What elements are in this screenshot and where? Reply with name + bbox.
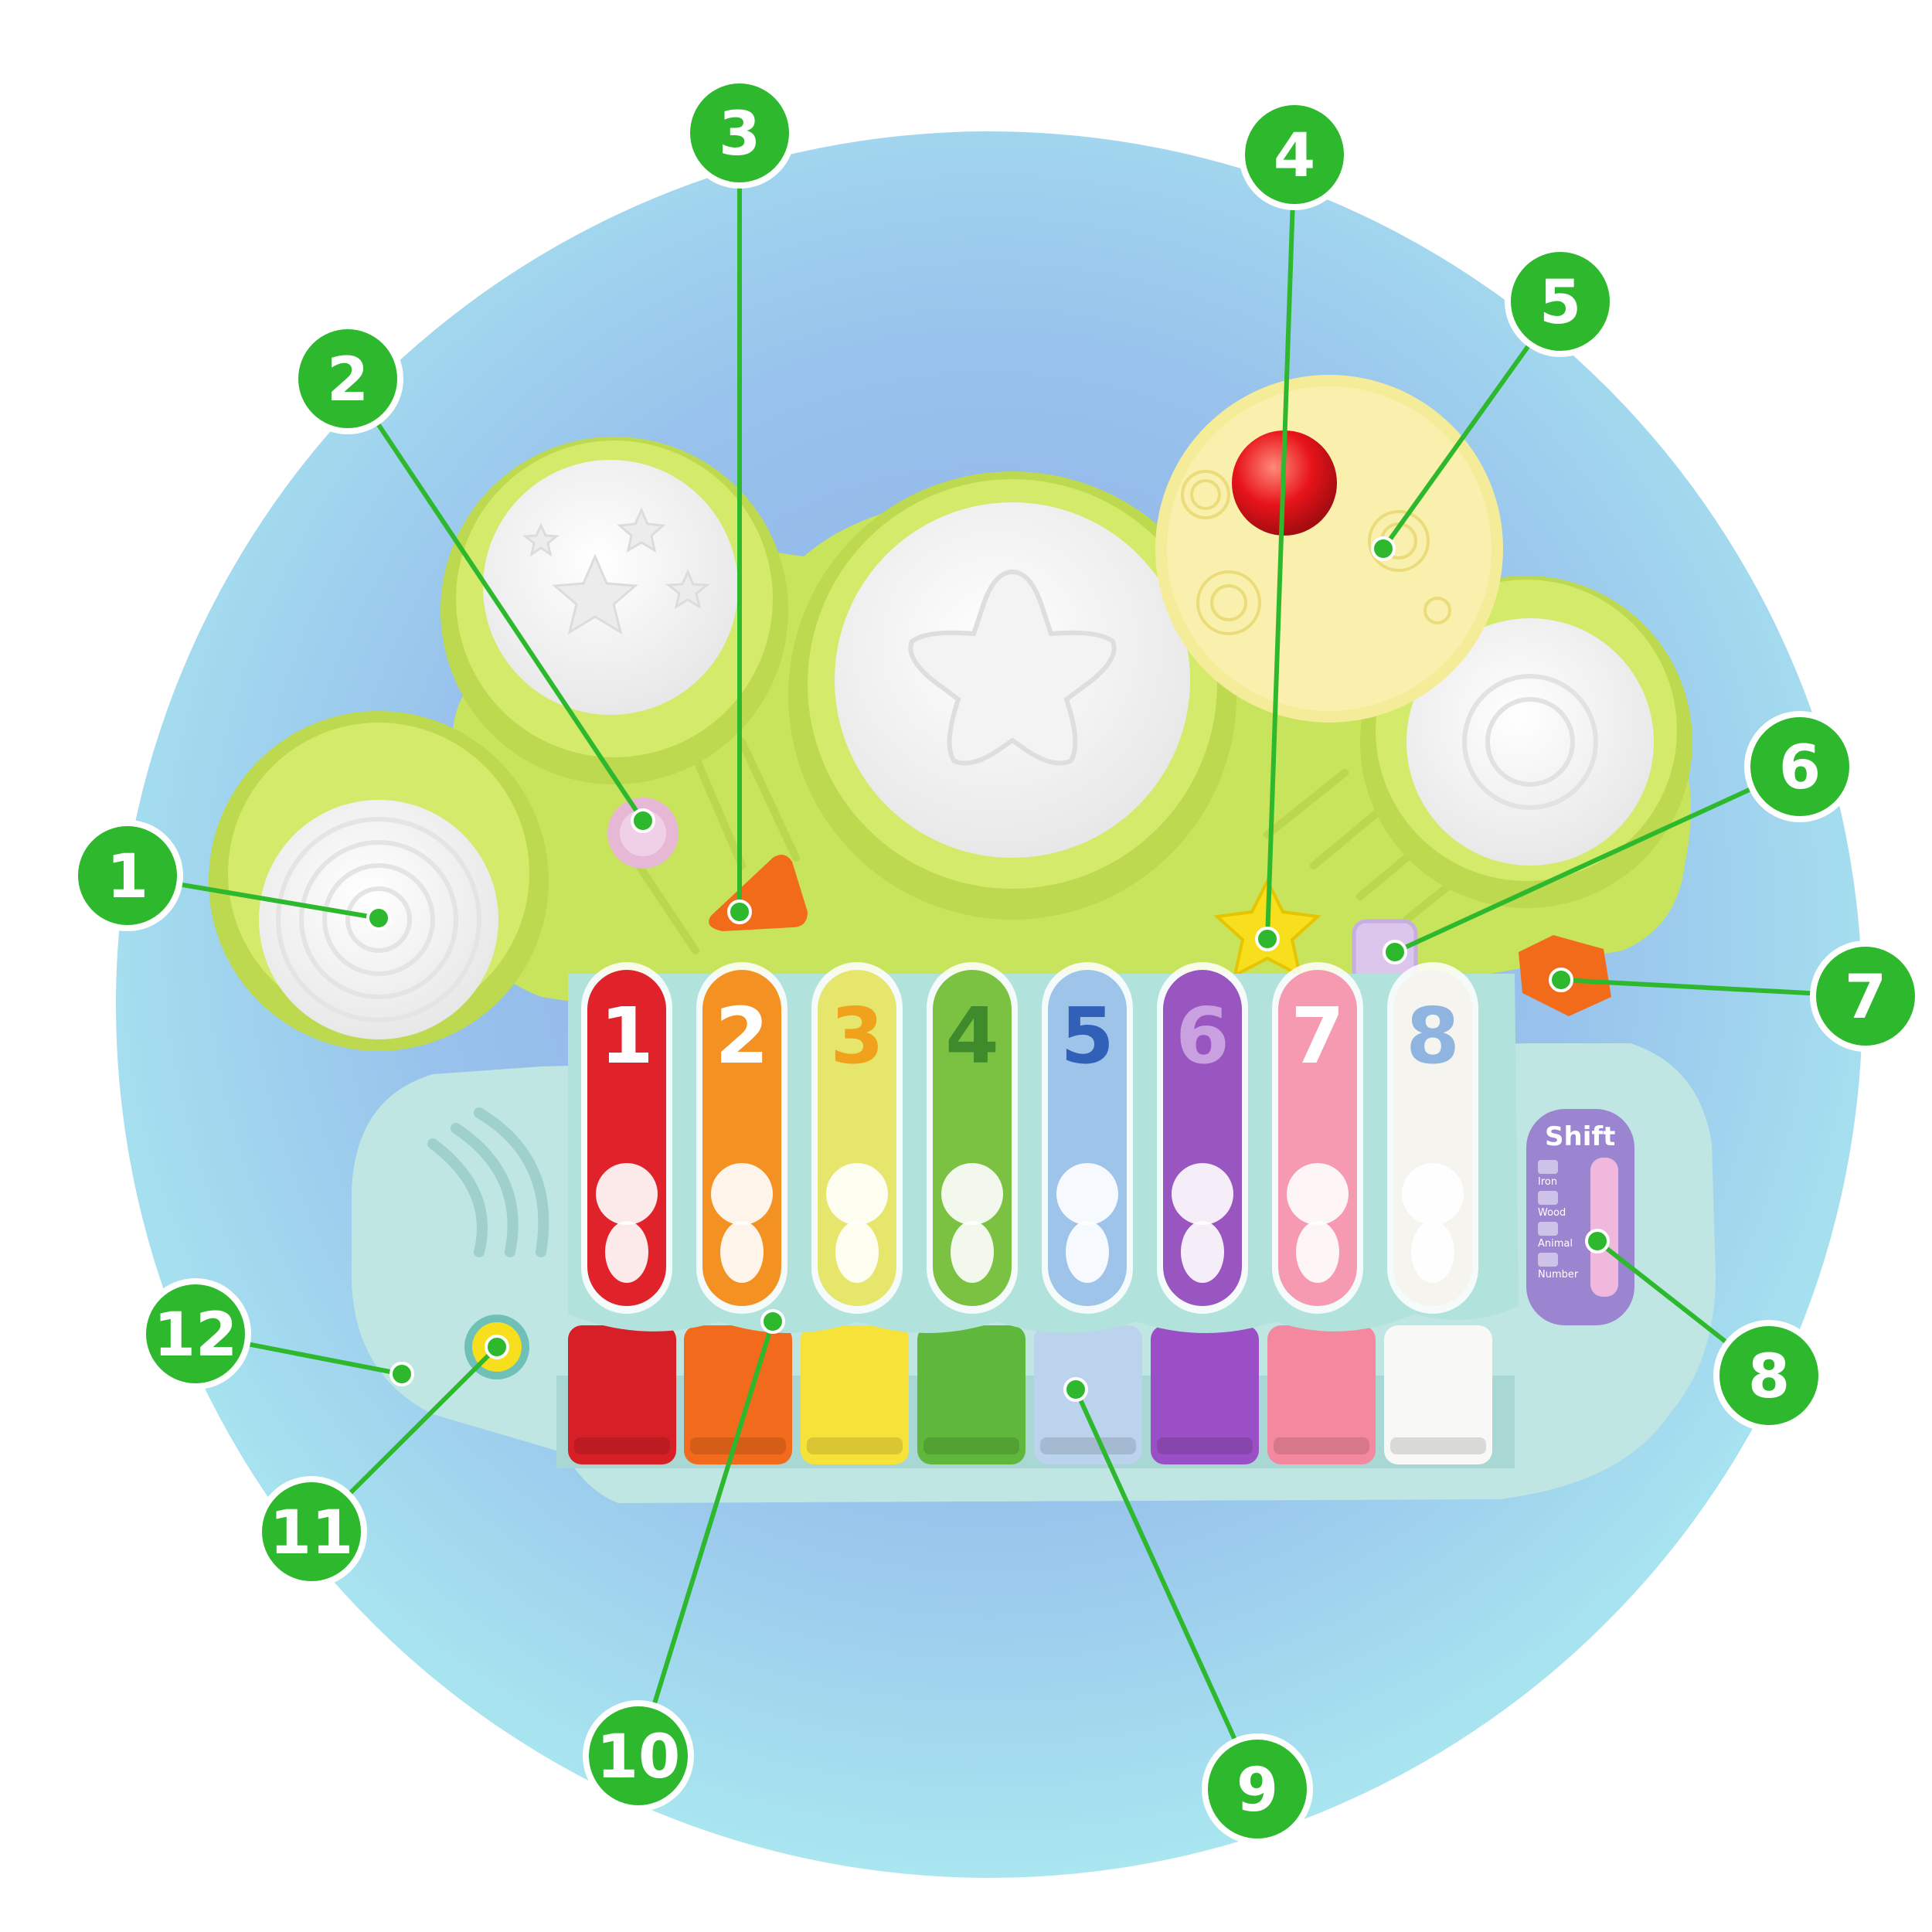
callout-anchor-dot	[485, 1335, 509, 1359]
mode-label: Iron	[1538, 1176, 1557, 1188]
animal-sticker	[826, 1163, 888, 1225]
callout-badge: 1	[72, 820, 183, 931]
callout-number: 8	[1748, 1342, 1790, 1412]
shift-title: Shift	[1545, 1121, 1615, 1152]
piano-key[interactable]	[1151, 1325, 1259, 1464]
bar-key[interactable]: 2	[696, 962, 787, 1314]
piano-key[interactable]	[1267, 1325, 1376, 1464]
mode-icon	[1538, 1191, 1558, 1205]
callout-anchor-dot	[389, 1362, 414, 1386]
bar-key-number: 8	[1406, 991, 1460, 1081]
callout-anchor-dot	[1255, 927, 1280, 951]
callout-badge: 11	[256, 1476, 367, 1587]
callout-badge: 12	[140, 1278, 251, 1389]
animal-sticker	[941, 1163, 1003, 1225]
callout-number: 11	[270, 1498, 354, 1568]
callout-line	[1393, 764, 1801, 954]
callout-number: 5	[1539, 268, 1581, 338]
callout-anchor-dot	[1383, 940, 1407, 964]
callout-line	[1265, 154, 1297, 940]
callout-badge: 2	[292, 323, 403, 434]
bar-key-number: 5	[1060, 991, 1114, 1081]
bar-key-number: 2	[715, 991, 769, 1081]
piano-key[interactable]	[801, 1325, 909, 1464]
bar-key[interactable]: 5	[1042, 962, 1133, 1314]
bar-key[interactable]: 6	[1157, 962, 1248, 1314]
callout-number: 7	[1845, 963, 1886, 1032]
animal-sticker	[1287, 1163, 1349, 1225]
drum-pad-top-left[interactable]	[440, 437, 788, 784]
mode-label: Animal	[1538, 1238, 1573, 1250]
bar-key[interactable]: 1	[581, 962, 672, 1314]
piano-key[interactable]	[1384, 1325, 1492, 1464]
animal-sticker	[1402, 1163, 1464, 1225]
mode-label: Wood	[1538, 1207, 1566, 1219]
mode-icon	[1538, 1160, 1558, 1174]
bar-key-number: 4	[945, 991, 999, 1081]
drum-pad-center[interactable]	[788, 471, 1236, 920]
bar-key[interactable]: 7	[1272, 962, 1363, 1314]
piano-key[interactable]	[568, 1325, 676, 1464]
callout-badge: 6	[1744, 711, 1855, 822]
bar-key[interactable]: 3	[811, 962, 903, 1314]
bar-key-number: 3	[830, 991, 884, 1081]
callout-number: 2	[327, 345, 369, 415]
piano-keys	[568, 1325, 1492, 1464]
callout-number: 4	[1274, 121, 1315, 191]
piano-key[interactable]	[1034, 1325, 1142, 1464]
callout-badge: 9	[1202, 1733, 1313, 1845]
callout-anchor-dot	[760, 1309, 785, 1334]
callout-anchor-dot	[1549, 968, 1573, 992]
callout-number: 9	[1236, 1756, 1278, 1825]
callout-line	[1073, 1388, 1260, 1791]
callout-badge: 5	[1505, 246, 1616, 357]
callout-number: 3	[719, 100, 760, 169]
callout-badge: 10	[583, 1700, 694, 1811]
animal-sticker	[1172, 1163, 1233, 1225]
mode-slider[interactable]	[1590, 1158, 1618, 1297]
callout-anchor-dot	[1371, 536, 1396, 561]
mode-icon	[1538, 1253, 1558, 1267]
callout-badge: 7	[1810, 940, 1921, 1052]
animal-sticker	[1056, 1163, 1118, 1225]
animal-sticker	[596, 1163, 658, 1225]
bar-key[interactable]: 4	[927, 962, 1018, 1314]
callout-number: 1	[107, 842, 148, 912]
bar-key[interactable]: 8	[1387, 962, 1478, 1314]
cymbal-light-pad[interactable]	[1155, 375, 1503, 723]
callout-number: 12	[154, 1301, 238, 1370]
callout-anchor-dot	[727, 900, 752, 924]
callout-line	[636, 1321, 775, 1757]
callout-number: 6	[1779, 733, 1821, 803]
callout-anchor-dot	[631, 808, 655, 833]
bar-key-number: 7	[1291, 991, 1345, 1081]
callout-anchor-dot	[1063, 1377, 1088, 1402]
piano-key[interactable]	[684, 1325, 792, 1464]
animal-sticker	[711, 1163, 773, 1225]
speaker-grille	[427, 1107, 549, 1257]
mode-label: Number	[1538, 1269, 1579, 1281]
bar-key-number: 6	[1175, 991, 1230, 1081]
mode-icon	[1538, 1222, 1558, 1236]
bar-key-number: 1	[600, 991, 654, 1081]
callout-line	[345, 377, 645, 822]
piano-key[interactable]	[917, 1325, 1026, 1464]
callout-badge: 4	[1239, 99, 1350, 210]
callout-anchor-dot	[1585, 1229, 1610, 1253]
callout-number: 10	[597, 1723, 681, 1792]
callout-badge: 8	[1713, 1320, 1825, 1431]
callout-badge: 3	[684, 77, 795, 189]
drum-pad-left[interactable]	[209, 711, 549, 1051]
callout-anchor-dot	[366, 906, 391, 930]
